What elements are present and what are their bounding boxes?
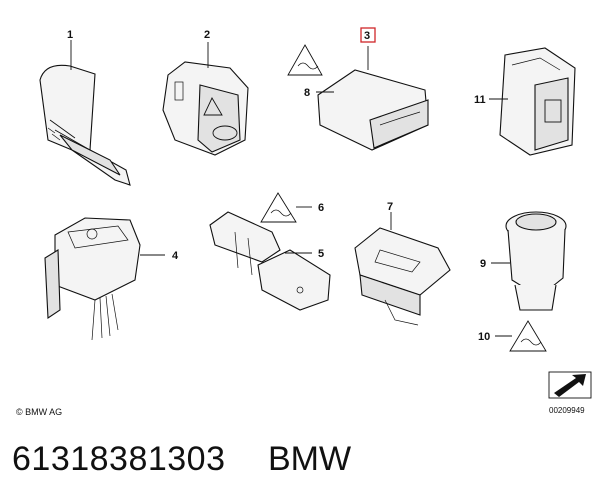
- callout-1: 1: [67, 29, 73, 41]
- callout-8: 8: [304, 87, 310, 99]
- warning-triangle-icon: [509, 320, 547, 352]
- copyright-text: © BMW AG: [16, 407, 63, 417]
- part-3-switch-box[interactable]: [317, 69, 429, 151]
- part-7-rocker-switch[interactable]: [354, 227, 451, 326]
- warning-triangle-icon: [260, 192, 297, 223]
- brand-name: BMW: [268, 440, 352, 478]
- callout-3: 3: [364, 30, 370, 42]
- part-9-round-switch[interactable]: [505, 211, 567, 311]
- part-2-hazard-switch[interactable]: [162, 61, 249, 156]
- part-11-fuel-switch[interactable]: [499, 47, 576, 156]
- callout-11: 11: [474, 94, 486, 106]
- part-number: 61318381303: [12, 440, 226, 478]
- part-1-cover[interactable]: [39, 64, 131, 186]
- callout-5: 5: [318, 248, 324, 260]
- parts-diagram: 1 2 3 8 11 4: [39, 27, 592, 399]
- callout-6: 6: [318, 202, 324, 214]
- callout-4: 4: [172, 250, 179, 262]
- callout-9: 9: [480, 258, 486, 270]
- callout-2: 2: [204, 29, 210, 41]
- diagram-number: 00209949: [549, 406, 585, 415]
- next-page-arrow-icon[interactable]: [548, 371, 592, 399]
- part-4-switch-module[interactable]: [44, 217, 141, 341]
- callout-10: 10: [478, 331, 490, 343]
- warning-triangle-icon: [287, 44, 323, 76]
- callout-7: 7: [387, 201, 393, 213]
- part-5-bracket[interactable]: [209, 211, 331, 311]
